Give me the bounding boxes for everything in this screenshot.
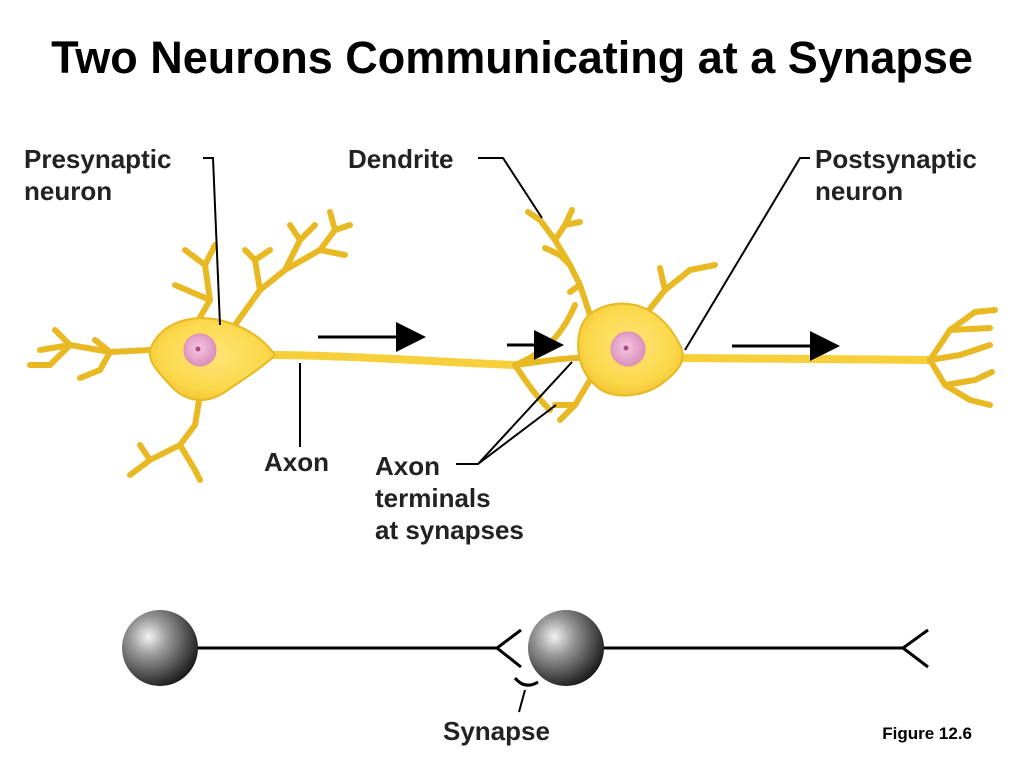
postsynaptic-dendrite-upper: [525, 207, 593, 318]
postsynaptic-neuron-label: Postsynaptic neuron: [815, 143, 977, 207]
synapse-label-text: Synapse: [443, 716, 550, 746]
postsynaptic-dendrite-lower-left: [552, 377, 593, 423]
postsynaptic-axon-terminals: [927, 307, 998, 408]
presynaptic-axon: [266, 351, 519, 369]
signal-direction-arrows: [318, 322, 840, 361]
axon-label: Axon: [264, 446, 329, 478]
dendrite-label-text: Dendrite: [348, 144, 454, 174]
schematic-presynaptic-terminal: [494, 628, 522, 669]
leader-synapse: [518, 689, 526, 713]
presynaptic-nucleolus: [195, 346, 201, 352]
leader-axon-terminals: [456, 361, 573, 465]
presynaptic-dendrite-upper-left: [172, 242, 218, 338]
presynaptic-neuron: [27, 209, 581, 483]
axon-terminals-label: Axon terminals at synapses: [375, 450, 524, 546]
postsynaptic-nucleolus: [623, 345, 629, 351]
presynaptic-neuron-label: Presynaptic neuron: [24, 143, 171, 207]
axon-terminals-label-line2: terminals: [375, 483, 491, 513]
presynaptic-dendrite-upper-right: [232, 209, 353, 328]
leader-lines: [203, 157, 810, 713]
axon-label-text: Axon: [264, 447, 329, 477]
slide-title: Two Neurons Communicating at a Synapse: [51, 32, 973, 83]
presynaptic-dendrite-lower: [127, 392, 203, 483]
synapse-label: Synapse: [443, 715, 550, 747]
leader-presynaptic: [203, 157, 221, 326]
presynaptic-label-line2: neuron: [24, 176, 113, 206]
postsynaptic-neuron: [525, 207, 998, 423]
postsynaptic-label-line1: Postsynaptic: [815, 144, 977, 174]
postsynaptic-label-line2: neuron: [815, 176, 904, 206]
axon-terminals-label-line1: Axon: [375, 451, 440, 481]
presynaptic-label-line1: Presynaptic: [24, 144, 172, 174]
leader-dendrite: [478, 157, 543, 219]
schematic-presynaptic-soma: [122, 610, 198, 686]
schematic-postsynaptic-soma: [528, 610, 604, 686]
postsynaptic-dendrite-upper-right: [642, 262, 718, 318]
postsynaptic-axon: [676, 354, 934, 364]
presynaptic-dendrite-left: [27, 327, 153, 381]
leader-postsynaptic: [684, 157, 810, 351]
schematic-synapse-bracket: [513, 676, 539, 687]
schematic-neurons: [122, 610, 929, 687]
schematic-postsynaptic-terminal: [900, 628, 929, 669]
axon-terminals-label-line3: at synapses: [375, 515, 524, 545]
figure-number: Figure 12.6: [882, 724, 972, 743]
presynaptic-axon-terminals: [512, 302, 581, 413]
dendrite-label: Dendrite: [348, 143, 453, 175]
